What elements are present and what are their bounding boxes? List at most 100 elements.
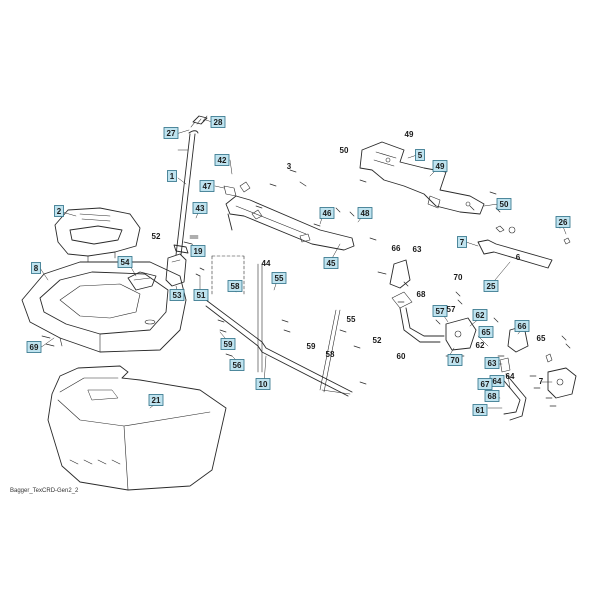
callout-label-67: 67 <box>481 380 490 389</box>
part-number-66: 66 <box>392 244 401 253</box>
part-number-58: 58 <box>326 350 335 359</box>
callout-box-47 <box>199 180 215 192</box>
callout-box-42 <box>214 154 230 166</box>
callout-box-7 <box>457 236 467 248</box>
part-number-62: 62 <box>476 341 485 350</box>
part-number-64: 64 <box>506 372 515 381</box>
callout-label-63: 63 <box>488 359 497 368</box>
bracket-54-drawing <box>127 271 157 291</box>
callout-label-7: 7 <box>460 238 465 247</box>
callout-label-70: 70 <box>451 356 460 365</box>
part-number-7: 7 <box>539 377 544 386</box>
callout-label-27: 27 <box>167 129 176 138</box>
callout-label-46: 46 <box>323 209 332 218</box>
callout-label-5: 5 <box>418 151 423 160</box>
callout-box-69 <box>26 341 42 353</box>
callout-box-48 <box>357 207 373 219</box>
callout-label-21: 21 <box>152 396 161 405</box>
callout-box-68 <box>484 390 500 402</box>
bag-bottom-drawing <box>47 365 227 491</box>
callout-label-59: 59 <box>224 340 233 349</box>
callout-box-59 <box>220 338 236 350</box>
callout-label-28: 28 <box>214 118 223 127</box>
callout-label-57: 57 <box>436 307 445 316</box>
callout-box-54 <box>117 256 133 268</box>
callout-box-25 <box>483 280 499 292</box>
callout-box-5 <box>415 149 425 161</box>
callout-box-49 <box>432 160 448 172</box>
callout-box-1 <box>167 170 177 182</box>
part-number-60: 60 <box>397 352 406 361</box>
callout-label-2: 2 <box>57 207 62 216</box>
callout-box-51 <box>193 289 209 301</box>
callout-label-8: 8 <box>34 264 39 273</box>
callout-box-55 <box>271 272 287 284</box>
callout-box-65 <box>478 326 494 338</box>
callout-label-1: 1 <box>170 172 175 181</box>
callout-label-10: 10 <box>259 380 268 389</box>
bagger-lid-drawing <box>54 207 141 263</box>
callout-label-26: 26 <box>559 218 568 227</box>
callout-box-61 <box>472 404 488 416</box>
fasteners-drawing <box>41 169 571 407</box>
part-number-63: 63 <box>413 245 422 254</box>
part-number-65: 65 <box>537 334 546 343</box>
callout-label-53: 53 <box>173 291 182 300</box>
callout-box-45 <box>323 257 339 269</box>
callout-box-19 <box>190 245 206 257</box>
callout-box-57 <box>432 305 448 317</box>
part-number-57: 57 <box>447 305 456 314</box>
callout-label-45: 45 <box>327 259 336 268</box>
callout-box-70 <box>447 354 463 366</box>
callout-label-43: 43 <box>196 204 205 213</box>
handle-lever-drawing <box>173 115 208 256</box>
right-bracket-drawing <box>359 141 485 215</box>
part-number-68: 68 <box>417 290 426 299</box>
part-number-52: 52 <box>373 336 382 345</box>
callout-label-49: 49 <box>436 162 445 171</box>
lower-bar-drawing <box>205 255 353 397</box>
callout-label-54: 54 <box>121 258 130 267</box>
callout-label-47: 47 <box>203 182 212 191</box>
callout-box-53 <box>169 289 185 301</box>
line-drawing <box>21 115 577 491</box>
callout-box-50 <box>496 198 512 210</box>
callout-label-25: 25 <box>487 282 496 291</box>
link-rod-drawing <box>477 225 571 269</box>
callout-box-67 <box>477 378 493 390</box>
bagger-top-cover-drawing <box>21 261 187 353</box>
part-number-49: 49 <box>405 130 414 139</box>
callout-label-42: 42 <box>218 156 227 165</box>
callout-label-51: 51 <box>197 291 206 300</box>
diagram-caption: Bagger_TexCRD-Gen2_2 <box>10 488 79 494</box>
callout-label-62: 62 <box>476 311 485 320</box>
callout-box-43 <box>192 202 208 214</box>
callout-box-66 <box>514 320 530 332</box>
handle-base-drawing <box>165 253 187 287</box>
callout-label-58: 58 <box>231 282 240 291</box>
callout-box-2 <box>54 205 64 217</box>
callout-label-56: 56 <box>233 361 242 370</box>
callout-box-21 <box>148 394 164 406</box>
callout-box-63 <box>484 357 500 369</box>
callout-label-61: 61 <box>476 406 485 415</box>
callout-label-48: 48 <box>361 209 370 218</box>
callout-label-66: 66 <box>518 322 527 331</box>
part-number-59: 59 <box>307 342 316 351</box>
callout-box-62 <box>472 309 488 321</box>
part-number-3: 3 <box>287 162 292 171</box>
part-number-52: 52 <box>152 232 161 241</box>
callout-label-68: 68 <box>488 392 497 401</box>
callout-label-64: 64 <box>493 377 502 386</box>
callout-label-19: 19 <box>194 247 203 256</box>
part-number-70: 70 <box>454 273 463 282</box>
callout-box-10 <box>255 378 271 390</box>
part-number-44: 44 <box>262 259 271 268</box>
lever-assembly-drawing <box>389 259 477 351</box>
callout-box-56 <box>229 359 245 371</box>
callout-box-58 <box>227 280 243 292</box>
callout-label-50: 50 <box>500 200 509 209</box>
callout-box-8 <box>31 262 41 274</box>
callout-box-28 <box>210 116 226 128</box>
